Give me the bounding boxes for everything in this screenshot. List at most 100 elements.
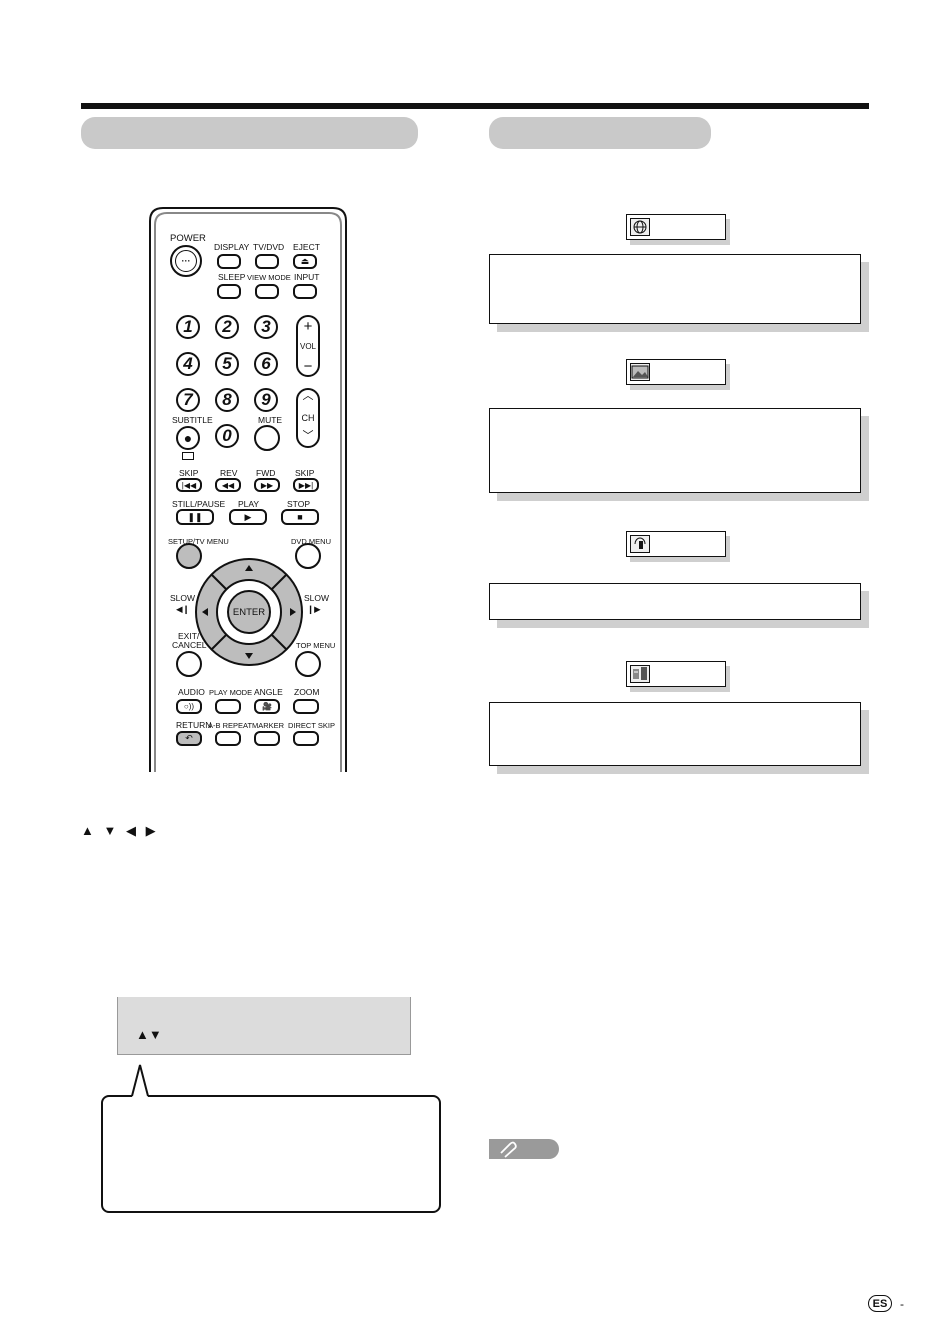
power-label: POWER [170,233,206,244]
exit-cancel-button[interactable] [176,651,202,677]
preferences-icon [630,665,650,683]
eject-label: EJECT [293,242,320,252]
stop-button[interactable]: ■ [281,509,319,525]
ch-up-icon: ︿ [302,390,314,402]
input-label: INPUT [294,272,320,282]
angle-button[interactable]: 🎥 [254,699,280,714]
digit-2-button[interactable]: 2 [215,315,239,339]
slow-left-label: SLOW [170,593,196,603]
eject-icon: ⏏ [300,256,310,266]
play-label: PLAY [238,499,260,509]
power-icon: ··· [175,250,197,272]
sleep-button[interactable] [217,284,241,299]
play-button[interactable]: ▶ [229,509,267,525]
display-label: DISPLAY [214,242,250,252]
right-section-header [489,117,711,149]
mute-label: MUTE [258,415,283,425]
vol-down-icon: − [303,358,313,375]
callout-box [101,1095,441,1213]
audio-panel [489,583,861,620]
digit-5-button[interactable]: 5 [215,352,239,376]
subtitle-label: SUBTITLE [172,415,213,425]
digit-1-button[interactable]: 1 [176,315,200,339]
zoom-label: ZOOM [294,687,320,697]
onscreen-display-box: ▲▼ [117,997,411,1055]
picture-icon [630,363,650,381]
digit-8-button[interactable]: 8 [215,388,239,412]
stop-icon: ■ [297,512,303,522]
dvdmenu-button[interactable] [295,543,321,569]
language-panel [489,254,861,324]
stop-label: STOP [287,499,310,509]
cancel-label: CANCEL [172,640,207,650]
fwd-label: FWD [256,468,276,478]
rev-button[interactable]: ◀◀ [215,478,241,492]
fwd-icon: ▶▶ [260,481,274,490]
enter-button[interactable]: ENTER [227,590,271,634]
digit-6-button[interactable]: 6 [254,352,278,376]
rev-label: REV [220,468,238,478]
playmode-button[interactable] [215,699,241,714]
mute-button[interactable] [254,425,280,451]
digit-7-button[interactable]: 7 [176,388,200,412]
power-button[interactable]: ··· [170,245,202,277]
digit-9-button[interactable]: 9 [254,388,278,412]
globe-icon [630,218,650,236]
marker-label: MARKER [252,721,285,730]
language-tab [626,214,730,245]
left-section-header [81,117,418,149]
page-suffix: - [900,1297,904,1311]
audio-button[interactable]: ○)) [176,699,202,714]
skip-fwd-icon: ▶▶| [298,481,314,490]
ch-down-icon: ﹀ [302,430,314,442]
return-label: RETURN [176,720,212,730]
viewmode-button[interactable] [255,284,279,299]
top-rule [81,103,869,109]
display-button[interactable] [217,254,241,269]
viewmode-label: VIEW MODE [247,273,291,282]
setup-button[interactable] [176,543,202,569]
paperclip-icon [500,1141,517,1158]
digit-0-button[interactable]: 0 [215,424,239,448]
ch-rocker[interactable]: ︿ CH ﹀ [296,388,320,448]
input-button[interactable] [293,284,317,299]
digit-3-button[interactable]: 3 [254,315,278,339]
dvdmenu-label: DVD MENU [291,537,332,546]
skip-fwd-button[interactable]: ▶▶| [293,478,319,492]
preferences-panel [489,702,861,766]
tvdvd-button[interactable] [255,254,279,269]
speaker-icon [630,535,650,553]
subtitle-button[interactable]: ● [176,426,200,450]
vol-label: VOL [299,342,316,351]
preferences-tab [626,661,730,692]
note-tag [489,1139,559,1159]
slow-right-icon: ❙▶ [307,604,321,614]
picture-panel [489,408,861,493]
topmenu-button[interactable] [295,651,321,677]
directskip-button[interactable] [293,731,319,746]
vol-rocker[interactable]: + VOL − [296,315,320,377]
abrepeat-button[interactable] [215,731,241,746]
audio-tab [626,531,730,562]
rev-icon: ◀◀ [221,481,235,490]
playmode-label: PLAY MODE [209,688,253,697]
exit-label: EXIT/ [178,631,200,641]
eject-button[interactable]: ⏏ [293,254,317,269]
fwd-button[interactable]: ▶▶ [254,478,280,492]
callout-pointer [131,1064,149,1097]
setup-label: SETUP/TV MENU [168,537,229,546]
tvdvd-label: TV/DVD [253,242,285,252]
skip-back-button[interactable]: |◀◀ [176,478,202,492]
zoom-button[interactable] [293,699,319,714]
language-badge: ES [868,1295,892,1312]
directskip-label: DIRECT SKIP [288,721,335,730]
stillpause-button[interactable]: ❚❚ [176,509,214,525]
audio-icon: ○)) [183,702,195,711]
return-button[interactable]: ↶ [176,731,202,746]
stillpause-label: STILL/PAUSE [172,499,226,509]
subtitle-icon [182,452,194,460]
audio-label: AUDIO [178,687,205,697]
updown-arrows: ▲▼ [136,1027,162,1042]
digit-4-button[interactable]: 4 [176,352,200,376]
marker-button[interactable] [254,731,280,746]
